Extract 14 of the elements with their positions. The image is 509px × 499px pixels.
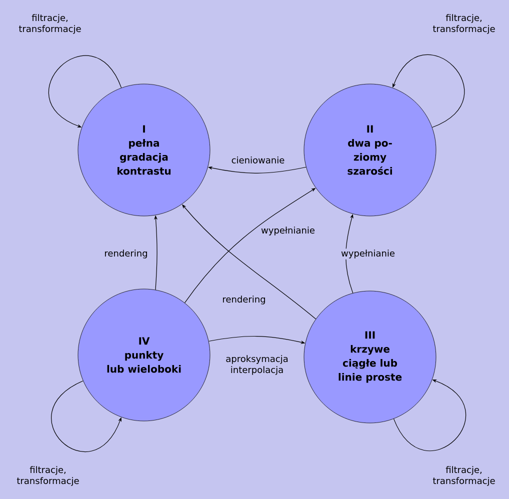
edge-label: filtracje, transformacje [12,465,84,487]
edge-label: wypełnianie [340,248,396,260]
edge-label: filtracje, transformacje [14,13,86,35]
edge-label: rendering [221,294,267,306]
arrow [392,54,464,128]
edge-label: filtracje, transformacje [428,465,500,487]
arrow [48,56,122,128]
edge-label: cieniowanie [230,156,286,164]
edge-label: wypełnianie [260,226,316,236]
arrow [51,380,122,452]
edge-label: aproksymacja interpolacja [221,354,293,376]
edge-label: filtracje, transformacje [428,13,500,35]
arrow [393,380,466,451]
edge-label: rendering [103,248,149,260]
